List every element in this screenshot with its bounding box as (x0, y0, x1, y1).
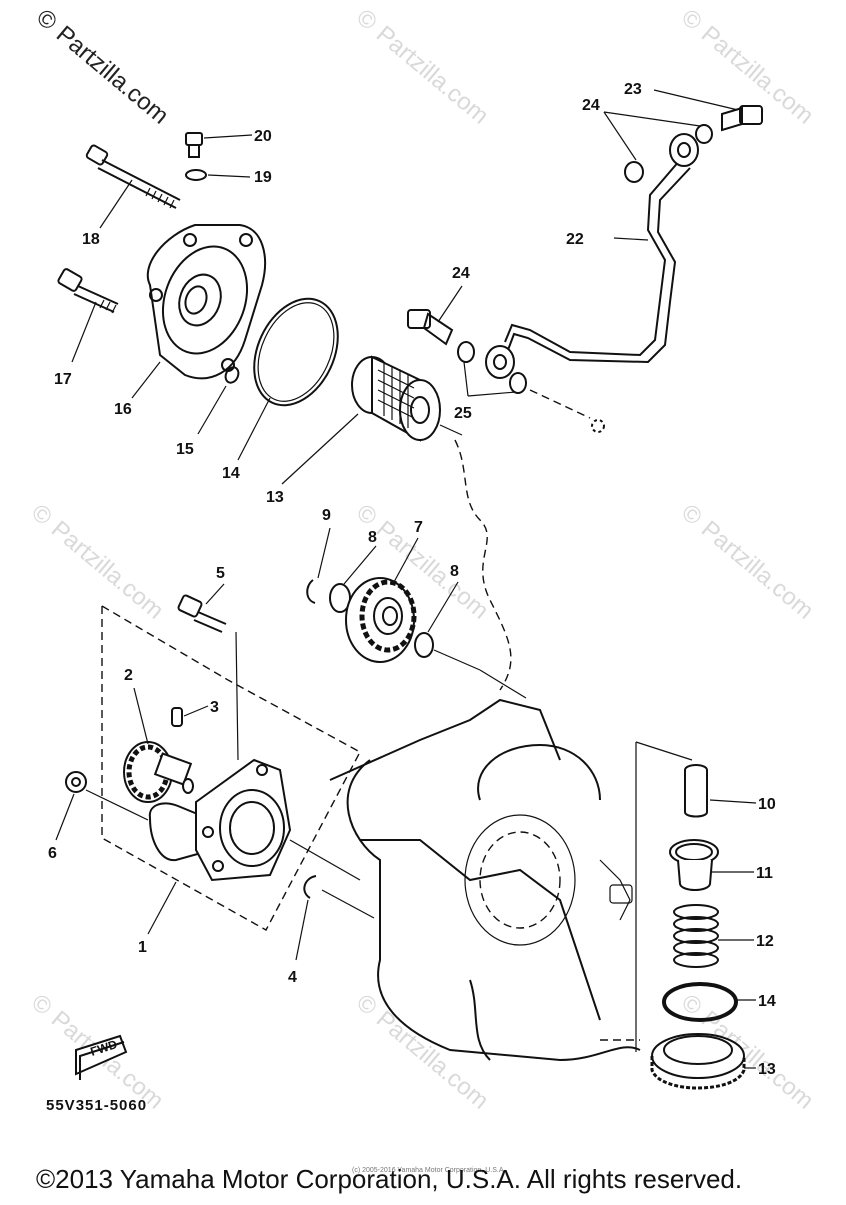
filter-cover-18-icon (146, 224, 266, 380)
screw-5-icon (177, 594, 227, 633)
svg-text:Partzilla.com: Partzilla.com (696, 516, 819, 625)
washer-25-upper-right-icon (695, 124, 713, 144)
callout-11: 11 (756, 865, 773, 882)
callout-6: 6 (48, 845, 57, 862)
callout-23: 22 (566, 231, 584, 248)
callout-24-upper: 23 (624, 81, 642, 98)
cover-13-icon (650, 1033, 746, 1090)
callout-12: 12 (756, 933, 774, 950)
fwd-arrow-icon: FWD (75, 1034, 128, 1080)
callout-25-lower: 25 (454, 405, 472, 422)
bolt-19-icon (57, 268, 119, 314)
pump-gear-2-icon (123, 741, 194, 803)
callout-5: 5 (216, 565, 225, 582)
svg-text:©: © (351, 989, 382, 1021)
callout-1: 1 (138, 939, 147, 956)
watermark-2: © Partzilla.com (351, 4, 494, 130)
svg-text:©: © (351, 499, 382, 531)
dowel-pin-3-icon (171, 707, 183, 727)
callout-13: 13 (758, 1061, 776, 1078)
washer-8-right-icon (414, 632, 434, 658)
bolt-20-icon (85, 144, 181, 209)
svg-text:©: © (31, 4, 62, 36)
union-bolt-24-upper-icon (721, 105, 763, 132)
callout-7: 7 (414, 519, 423, 536)
washer-25-lower-right-icon (509, 372, 527, 394)
oil-pump-body-icon (148, 758, 292, 882)
svg-text:©: © (26, 499, 57, 531)
callout-14: 14 (758, 993, 776, 1010)
callout-22: 20 (254, 128, 272, 145)
oil-filter-15-icon (351, 355, 463, 442)
callout-19: 17 (54, 371, 72, 388)
svg-text:Partzilla.com: Partzilla.com (371, 21, 494, 130)
oil-pipe-group (407, 105, 763, 433)
circlip-9-icon (306, 579, 316, 604)
callout-16: 14 (222, 465, 240, 482)
banjo-lower-icon (485, 345, 515, 379)
callout-4: 4 (288, 969, 297, 986)
washer-25-lower-left-icon (457, 341, 475, 363)
copyright-notice: ©2013 Yamaha Motor Corporation, U.S.A. A… (36, 1164, 742, 1194)
callout-21: 19 (254, 169, 272, 186)
plug-11-icon (669, 839, 719, 891)
banjo-upper-icon (669, 133, 699, 167)
idler-gear-7-icon (345, 577, 417, 663)
callout-9: 9 (322, 507, 331, 524)
washer-21-icon (185, 169, 207, 181)
callout-2: 2 (124, 667, 133, 684)
callout-3: 3 (210, 699, 219, 716)
leader-lines (55, 89, 757, 1069)
callout-10: 10 (758, 796, 776, 813)
callout-15: 13 (266, 489, 284, 506)
callout-20: 18 (82, 231, 100, 248)
strainer-group (635, 741, 746, 1090)
o-ring-14-icon (662, 982, 738, 1022)
o-ring-17-icon (224, 366, 240, 384)
svg-text:©: © (351, 4, 382, 36)
crankcase-outline (329, 439, 641, 1062)
oil-filter-cover-group (57, 132, 339, 407)
watermark-1: © Partzilla.com (31, 4, 174, 130)
union-bolt-24-lower-icon (407, 309, 454, 346)
spring-12-icon (673, 904, 719, 968)
watermark-6: © Partzilla.com (676, 499, 819, 625)
washer-25-upper-left-icon (624, 161, 644, 183)
svg-text:Partzilla.com: Partzilla.com (46, 516, 169, 625)
callout-24-lower: 24 (452, 265, 470, 282)
o-ring-16-icon (253, 297, 339, 407)
idler-gear-group (306, 577, 527, 699)
svg-text:Partzilla.com: Partzilla.com (51, 21, 174, 130)
small-copyright: (c) 2005-2016 Yamaha Motor Corporation, … (352, 1167, 505, 1174)
callout-18: 16 (114, 401, 132, 418)
watermark-4: © Partzilla.com (26, 499, 169, 625)
circlip-4-icon (303, 875, 317, 899)
bleed-bolt-22-icon (185, 132, 203, 158)
svg-text:©: © (676, 499, 707, 531)
svg-text:©: © (676, 4, 707, 36)
bushing-6-icon (65, 771, 87, 793)
callout-25-upper: 24 (582, 97, 600, 114)
callout-labels: 20 19 18 17 16 15 14 13 22 23 24 24 25 9… (48, 81, 776, 1078)
callout-17: 15 (176, 441, 194, 458)
oil-pump-assembly-group (65, 594, 375, 931)
diagram-code: 55V351-5060 (46, 1097, 147, 1114)
svg-text:©: © (26, 989, 57, 1021)
callout-8-left: 8 (368, 529, 377, 546)
callout-8-right: 8 (450, 563, 459, 580)
collar-10-icon (684, 764, 708, 818)
